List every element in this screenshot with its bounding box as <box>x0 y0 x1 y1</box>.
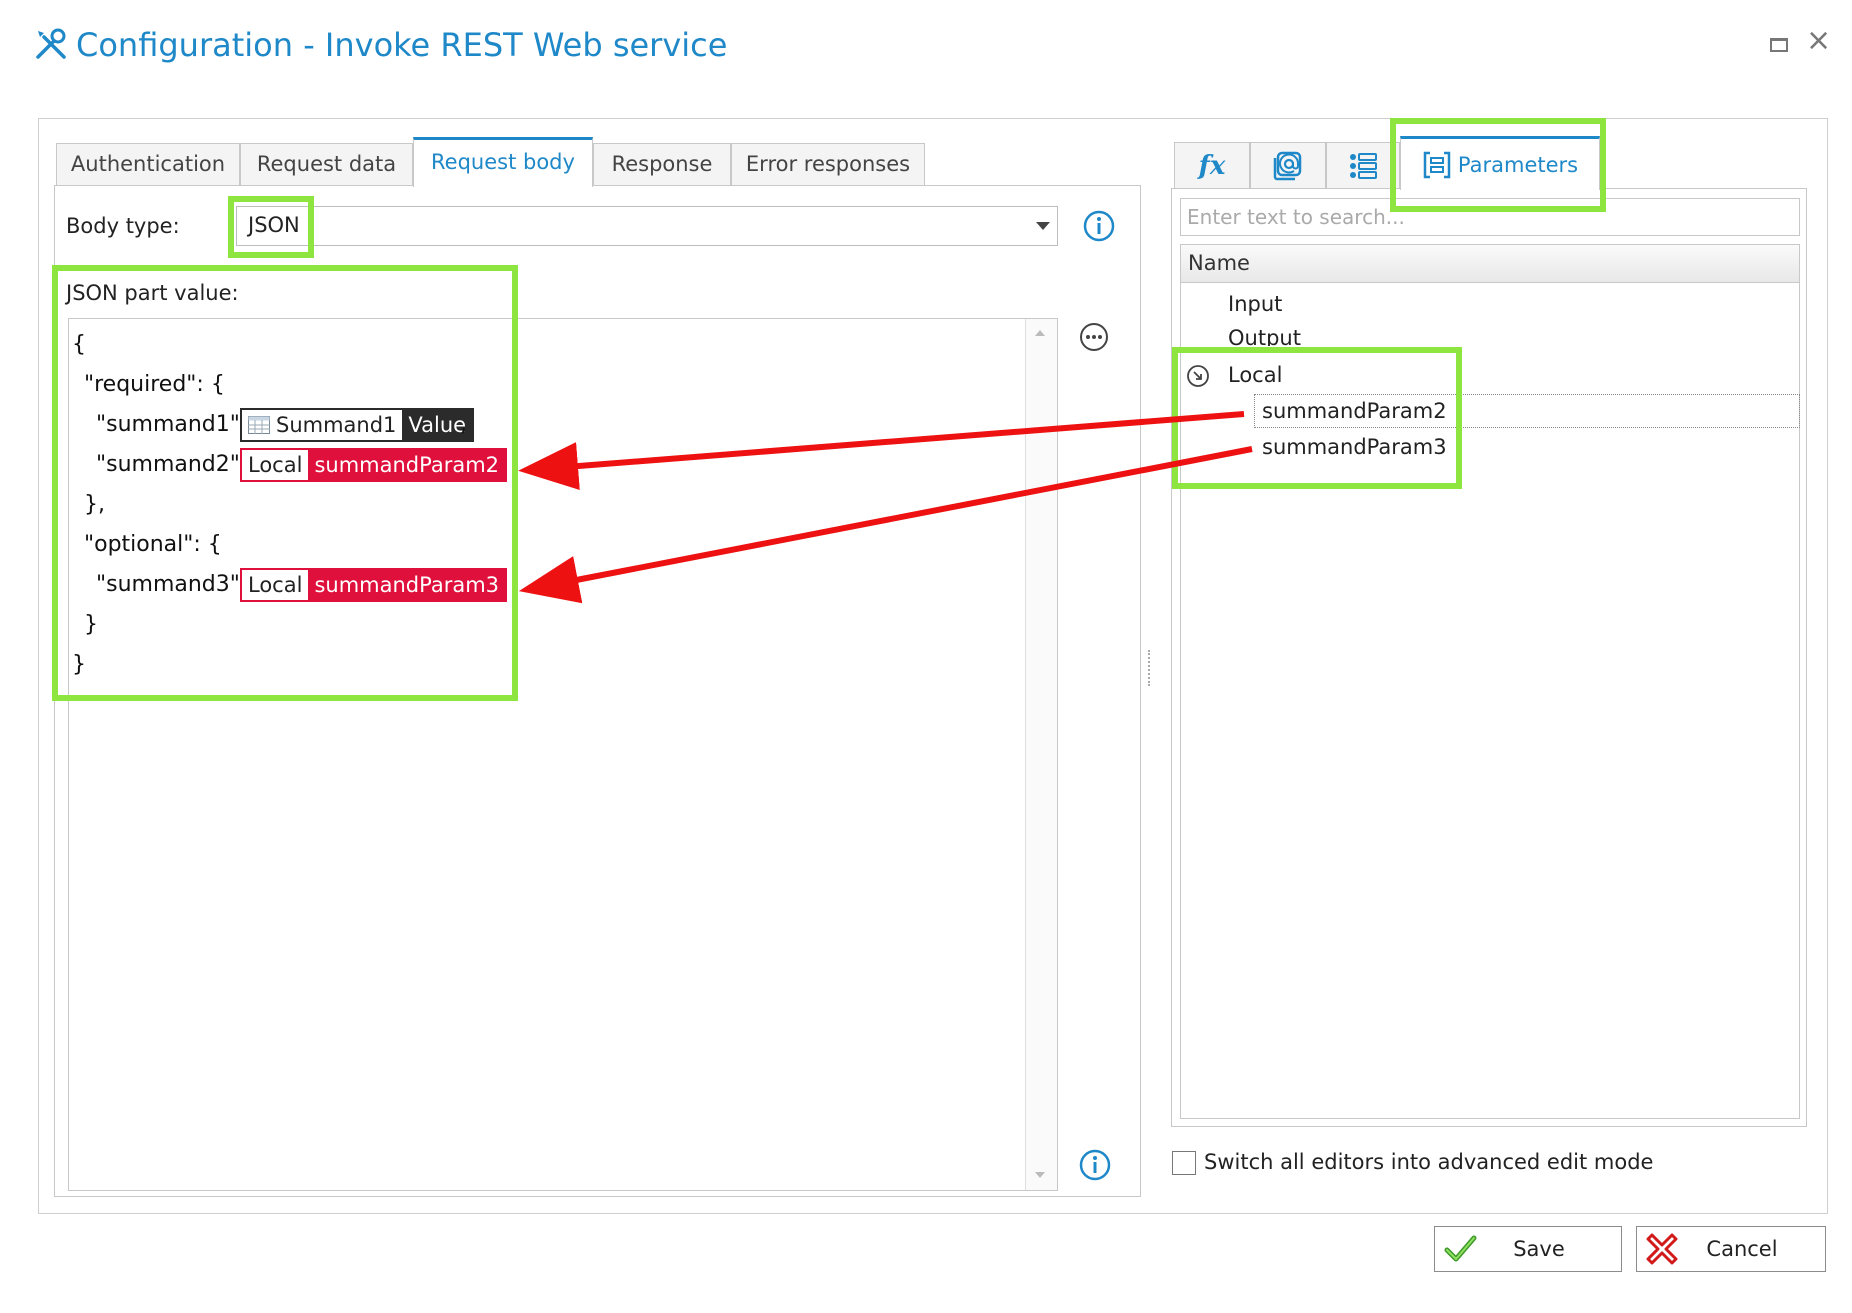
summand3-token-value: summandParam3 <box>308 570 506 600</box>
tree-item-summandparam3[interactable]: summandParam3 <box>1262 435 1447 459</box>
tree-header-label: Name <box>1188 251 1250 275</box>
panel-splitter[interactable] <box>1148 650 1152 686</box>
table-icon <box>248 416 270 434</box>
advanced-mode-label: Switch all editors into advanced edit mo… <box>1204 1150 1654 1174</box>
summand2-token-value: summandParam2 <box>308 450 506 480</box>
json-part-label: JSON part value: <box>66 281 239 305</box>
code-optional-key: "optional": { <box>84 532 222 557</box>
tab-error-responses[interactable]: Error responses <box>731 143 925 185</box>
summand3-token-label: Local <box>242 570 309 600</box>
tab-request-data[interactable]: Request data <box>240 143 413 185</box>
cancel-button[interactable]: Cancel <box>1636 1226 1826 1272</box>
save-label: Save <box>1513 1237 1565 1261</box>
tree-selection-focus <box>1254 394 1800 428</box>
tree-item-input[interactable]: Input <box>1228 292 1283 316</box>
fx-icon: fx <box>1198 150 1226 181</box>
advanced-mode-checkbox[interactable] <box>1172 1151 1196 1175</box>
code-summand1-key: "summand1": <box>96 412 248 437</box>
tree-column-header[interactable] <box>1181 245 1799 283</box>
scroll-down-icon[interactable] <box>1035 1172 1045 1178</box>
body-type-value: JSON <box>248 213 300 237</box>
code-required-key: "required": { <box>84 372 225 397</box>
summand2-token[interactable]: Local summandParam2 <box>240 448 508 482</box>
editor-scrollbar[interactable] <box>1025 319 1057 1190</box>
summand1-token[interactable]: Summand1 Value <box>240 408 475 442</box>
code-close-optional: } <box>84 612 98 637</box>
tree-item-summandparam2[interactable]: summandParam2 <box>1262 399 1447 423</box>
search-input[interactable] <box>1180 198 1800 236</box>
parameters-icon <box>1423 151 1451 178</box>
cancel-label: Cancel <box>1706 1237 1778 1261</box>
tab-functions[interactable]: fx <box>1174 142 1250 188</box>
tab-list[interactable] <box>1326 142 1400 188</box>
tree-item-local[interactable]: Local <box>1228 363 1283 387</box>
code-comma: , <box>460 412 467 437</box>
code-close-brace: } <box>72 652 86 677</box>
tab-parameters[interactable]: Parameters <box>1400 136 1600 190</box>
save-button[interactable]: Save <box>1434 1226 1622 1272</box>
tab-request-body[interactable]: Request body <box>413 137 593 187</box>
window-title: Configuration - Invoke REST Web service <box>76 26 728 64</box>
info-icon[interactable] <box>1078 1148 1112 1182</box>
configuration-frame <box>38 118 1828 1214</box>
summand3-token[interactable]: Local summandParam3 <box>240 568 508 602</box>
checkmark-icon <box>1444 1235 1477 1262</box>
scroll-up-icon[interactable] <box>1035 330 1045 336</box>
tab-variables[interactable] <box>1250 142 1326 188</box>
tools-icon <box>36 28 66 59</box>
code-summand2-key: "summand2": <box>96 452 248 477</box>
summand1-token-label: Summand1 <box>276 413 397 437</box>
code-close-required: }, <box>84 492 105 517</box>
json-editor[interactable] <box>68 318 1058 1191</box>
maximize-button[interactable] <box>1770 38 1788 52</box>
tab-authentication[interactable]: Authentication <box>56 143 240 185</box>
body-type-label: Body type: <box>66 214 180 238</box>
body-type-select[interactable] <box>236 206 1058 246</box>
cancel-icon <box>1646 1233 1678 1265</box>
close-button[interactable]: × <box>1806 23 1832 58</box>
more-options-icon[interactable] <box>1078 321 1110 353</box>
parameters-tab-label: Parameters <box>1457 152 1579 177</box>
summand2-token-label: Local <box>242 450 309 480</box>
at-sign-icon <box>1273 151 1302 180</box>
tree-item-output[interactable]: Output <box>1228 326 1301 346</box>
summand1-token-value: Value <box>402 410 473 440</box>
parameters-tree <box>1180 244 1800 1119</box>
info-icon[interactable] <box>1082 209 1116 243</box>
code-summand3-key: "summand3": <box>96 572 248 597</box>
code-open-brace: { <box>72 332 86 357</box>
tab-response[interactable]: Response <box>593 143 731 185</box>
collapse-icon[interactable] <box>1186 364 1210 388</box>
list-icon <box>1350 152 1377 179</box>
chevron-down-icon[interactable] <box>1036 222 1050 230</box>
